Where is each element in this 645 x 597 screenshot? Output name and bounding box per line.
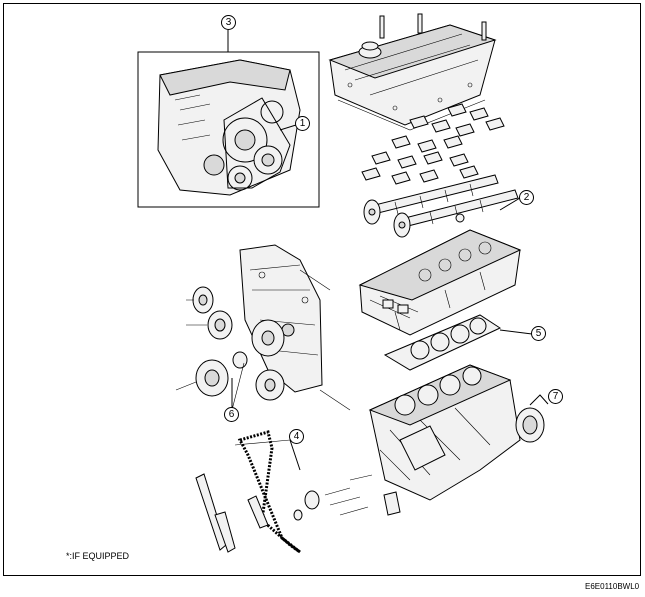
engine-assembly-inset [137, 30, 320, 208]
cylinder-head [358, 229, 522, 336]
pulleys-and-tensioners [175, 286, 285, 408]
diagram-frame [3, 3, 641, 576]
callout-4: 4 [289, 429, 304, 444]
callout-1: 1 [295, 116, 310, 131]
camshafts [363, 174, 521, 238]
callout-2: 2 [519, 190, 534, 205]
callout-5: 5 [531, 326, 546, 341]
footnote: *:IF EQUIPPED [66, 551, 130, 561]
callout-6: 6 [224, 407, 239, 422]
callout-3: 3 [221, 15, 236, 30]
timing-chain [195, 430, 401, 554]
leader-lines [231, 269, 351, 446]
camshaft-caps [361, 103, 505, 185]
cylinder-head-cover [328, 13, 497, 131]
cylinder-block [368, 364, 521, 501]
cylinder-head-gasket [383, 314, 533, 371]
figure-code: E6E0110BWL0 [585, 582, 640, 591]
callout-7: 7 [548, 389, 563, 404]
engine-front-cover [239, 244, 323, 393]
rear-oil-seal [515, 394, 549, 443]
